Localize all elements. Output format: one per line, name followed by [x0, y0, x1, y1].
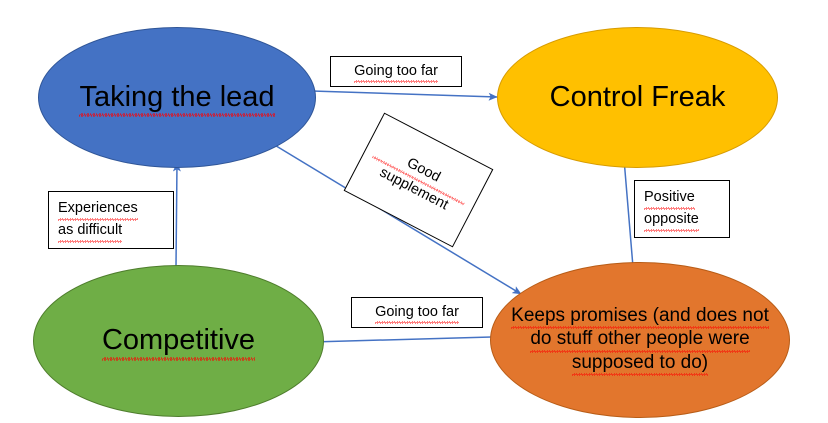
edge-label-going-too-far-top-text: Going too far — [354, 61, 438, 83]
arrow-lead-to-freak — [311, 90, 498, 101]
node-control-freak-label: Control Freak — [549, 81, 726, 114]
node-competitive-label: Competitive — [101, 323, 256, 361]
edge-label-experiences-as-difficult[interactable]: Experiences as difficult — [48, 191, 174, 249]
arrow-competitive-to-lead — [172, 162, 181, 267]
node-keeps-promises-label: Keeps promises (and does not do stuff ot… — [511, 305, 769, 377]
node-control-freak[interactable]: Control Freak — [497, 27, 778, 168]
edge-label-experiences-as-difficult-line-2: as difficult — [58, 220, 123, 243]
node-keeps-promises-line-2: do stuff other people were — [530, 328, 751, 354]
edge-label-positive-opposite[interactable]: Positive opposite — [634, 180, 730, 238]
node-keeps-promises-line-3: supposed to do) — [571, 352, 709, 377]
node-competitive[interactable]: Competitive — [33, 265, 324, 417]
node-taking-the-lead[interactable]: Taking the lead — [38, 27, 316, 168]
node-keeps-promises[interactable]: Keeps promises (and does not do stuff ot… — [490, 262, 790, 418]
node-taking-the-lead-label: Taking the lead — [79, 80, 275, 118]
arrow-freak-to-promises — [623, 158, 638, 280]
edge-label-experiences-as-difficult-line-1: Experiences — [58, 198, 138, 221]
edge-label-positive-opposite-line-1: Positive — [644, 187, 695, 210]
edge-label-going-too-far-top[interactable]: Going too far — [330, 56, 462, 87]
node-keeps-promises-line-1: Keeps promises (and does not — [511, 305, 769, 330]
edge-label-good-supplement-stack: Good supplement — [364, 139, 474, 222]
edge-label-going-too-far-bottom[interactable]: Going too far — [351, 297, 483, 328]
edge-label-positive-opposite-line-2: opposite — [644, 209, 699, 232]
edge-label-going-too-far-bottom-text: Going too far — [375, 302, 459, 324]
